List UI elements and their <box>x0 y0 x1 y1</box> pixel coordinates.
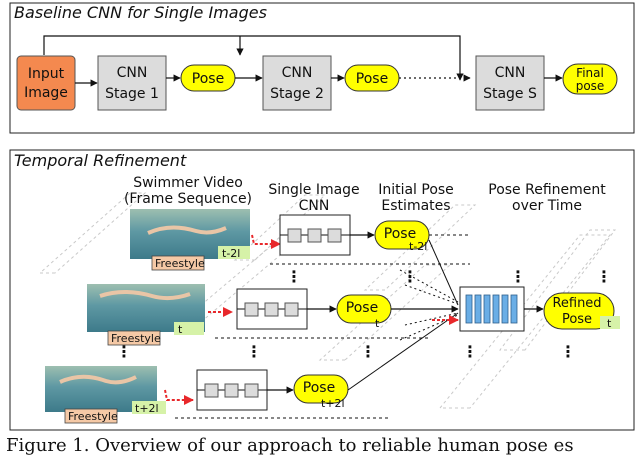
final-pose <box>562 63 618 95</box>
cnn-layer-t-3 <box>284 302 299 317</box>
cnn-stage2-label-2: Stage 2 <box>270 86 324 102</box>
pose-t-2l-label: Pose <box>384 226 416 242</box>
final-pose-label-2: pose <box>576 79 605 93</box>
cnn-layer-t-1 <box>244 302 259 317</box>
cnn-stage1-label-1: CNN <box>117 65 148 81</box>
cnn-stage1-box <box>97 55 167 111</box>
time-label-t+2l: t+2l <box>135 402 159 415</box>
dots-9: ⋮ <box>560 342 576 361</box>
cnn-layer-t+2l-3 <box>244 383 259 398</box>
baseline-panel-title: Baseline CNN for Single Images <box>14 3 267 22</box>
cnn-stage2-box <box>262 55 332 111</box>
refined-time-bg <box>600 316 620 329</box>
swimmer-t-2l <box>147 225 227 235</box>
conv-line-t-2l <box>428 239 459 306</box>
header-init-2: Estimates <box>381 198 450 214</box>
dots-7: ⋮ <box>360 342 376 361</box>
header-cnn-1: Single Image <box>268 182 359 198</box>
figure-caption: Figure 1. Overview of our approach to re… <box>6 435 574 456</box>
style-tag-t+2l-text: Freestyle <box>68 410 118 423</box>
refined-time: t <box>607 317 612 330</box>
refined-pose-label-1: Refined <box>552 296 601 311</box>
cnn-layer-t-2l-3 <box>327 228 342 243</box>
header-init-1: Initial Pose <box>378 182 454 198</box>
header-refine-1: Pose Refinement <box>488 182 606 198</box>
cnn-stageS-label-1: CNN <box>495 65 526 81</box>
cnn-layer-t-2 <box>264 302 279 317</box>
input-skip-wire <box>43 35 464 81</box>
pose-t+2l-time: t+2l <box>321 397 345 410</box>
refine-cells <box>465 294 518 324</box>
final-pose-label-1: Final <box>576 66 604 80</box>
refined-pose-label-2: Pose <box>562 312 592 327</box>
dots-2: ⋮ <box>402 267 418 286</box>
cnn-layer-t+2l-1 <box>204 383 219 398</box>
input-image-box <box>16 55 76 111</box>
time-label-t-2l: t-2l <box>222 247 240 260</box>
pose-t-2l-time: t-2l <box>409 240 427 253</box>
dots-4: ⋮ <box>596 267 612 286</box>
cnn-stageS-label-2: Stage S <box>483 86 537 102</box>
red-arrow-t+2l <box>164 389 194 405</box>
refined-pose <box>543 292 615 330</box>
input-image-label-2: Image <box>24 85 68 101</box>
time-label-t-bg <box>174 322 204 335</box>
cnn-layer-t+2l-2 <box>224 383 239 398</box>
style-tag-t <box>107 330 161 346</box>
header-video-2: (Frame Sequence) <box>124 191 252 207</box>
time-label-t+2l-bg <box>132 401 166 414</box>
pose-t-label: Pose <box>346 300 378 316</box>
swimmer-t <box>99 290 191 301</box>
pose-1-label: Pose <box>192 71 224 87</box>
header-video-1: Swimmer Video <box>133 175 243 191</box>
cnn-layer-t-2l-2 <box>307 228 322 243</box>
pose-t-time: t <box>375 317 380 330</box>
swimmer-t+2l <box>59 374 137 385</box>
time-label-t-2l-bg <box>218 246 250 259</box>
style-tag-t+2l <box>64 408 118 424</box>
style-tag-t-text: Freestyle <box>111 332 161 345</box>
temporal-panel-title: Temporal Refinement <box>14 151 187 170</box>
input-image-label-1: Input <box>28 66 65 82</box>
dots-8: ⋮ <box>462 342 478 361</box>
pose-t+2l <box>293 374 349 404</box>
header-cnn-2: CNN <box>299 198 330 214</box>
cnn-layer-t-2l-1 <box>287 228 302 243</box>
dots-6: ⋮ <box>246 342 262 361</box>
dots-1: ⋮ <box>286 267 302 286</box>
cnn-stageS-box <box>475 55 545 111</box>
pose-2-label: Pose <box>356 71 388 87</box>
red-arrow-t-2l <box>251 234 281 249</box>
time-label-t: t <box>178 323 183 336</box>
cnn-stage2-label-1: CNN <box>282 65 313 81</box>
cnn-stage1-label-2: Stage 1 <box>105 86 159 102</box>
dots-5: ⋮ <box>116 342 132 361</box>
dots-3: ⋮ <box>510 267 526 286</box>
ellipsis-marks: ⋮ ⋮ ⋮ ⋮ ⋮ ⋮ ⋮ ⋮ ⋮ <box>116 267 612 361</box>
pose-t+2l-label: Pose <box>303 380 335 396</box>
conv-line-t+2l <box>347 312 459 391</box>
style-tag-t-2l <box>151 255 205 271</box>
style-tag-t-2l-text: Freestyle <box>155 257 205 270</box>
header-refine-2: over Time <box>512 198 582 214</box>
